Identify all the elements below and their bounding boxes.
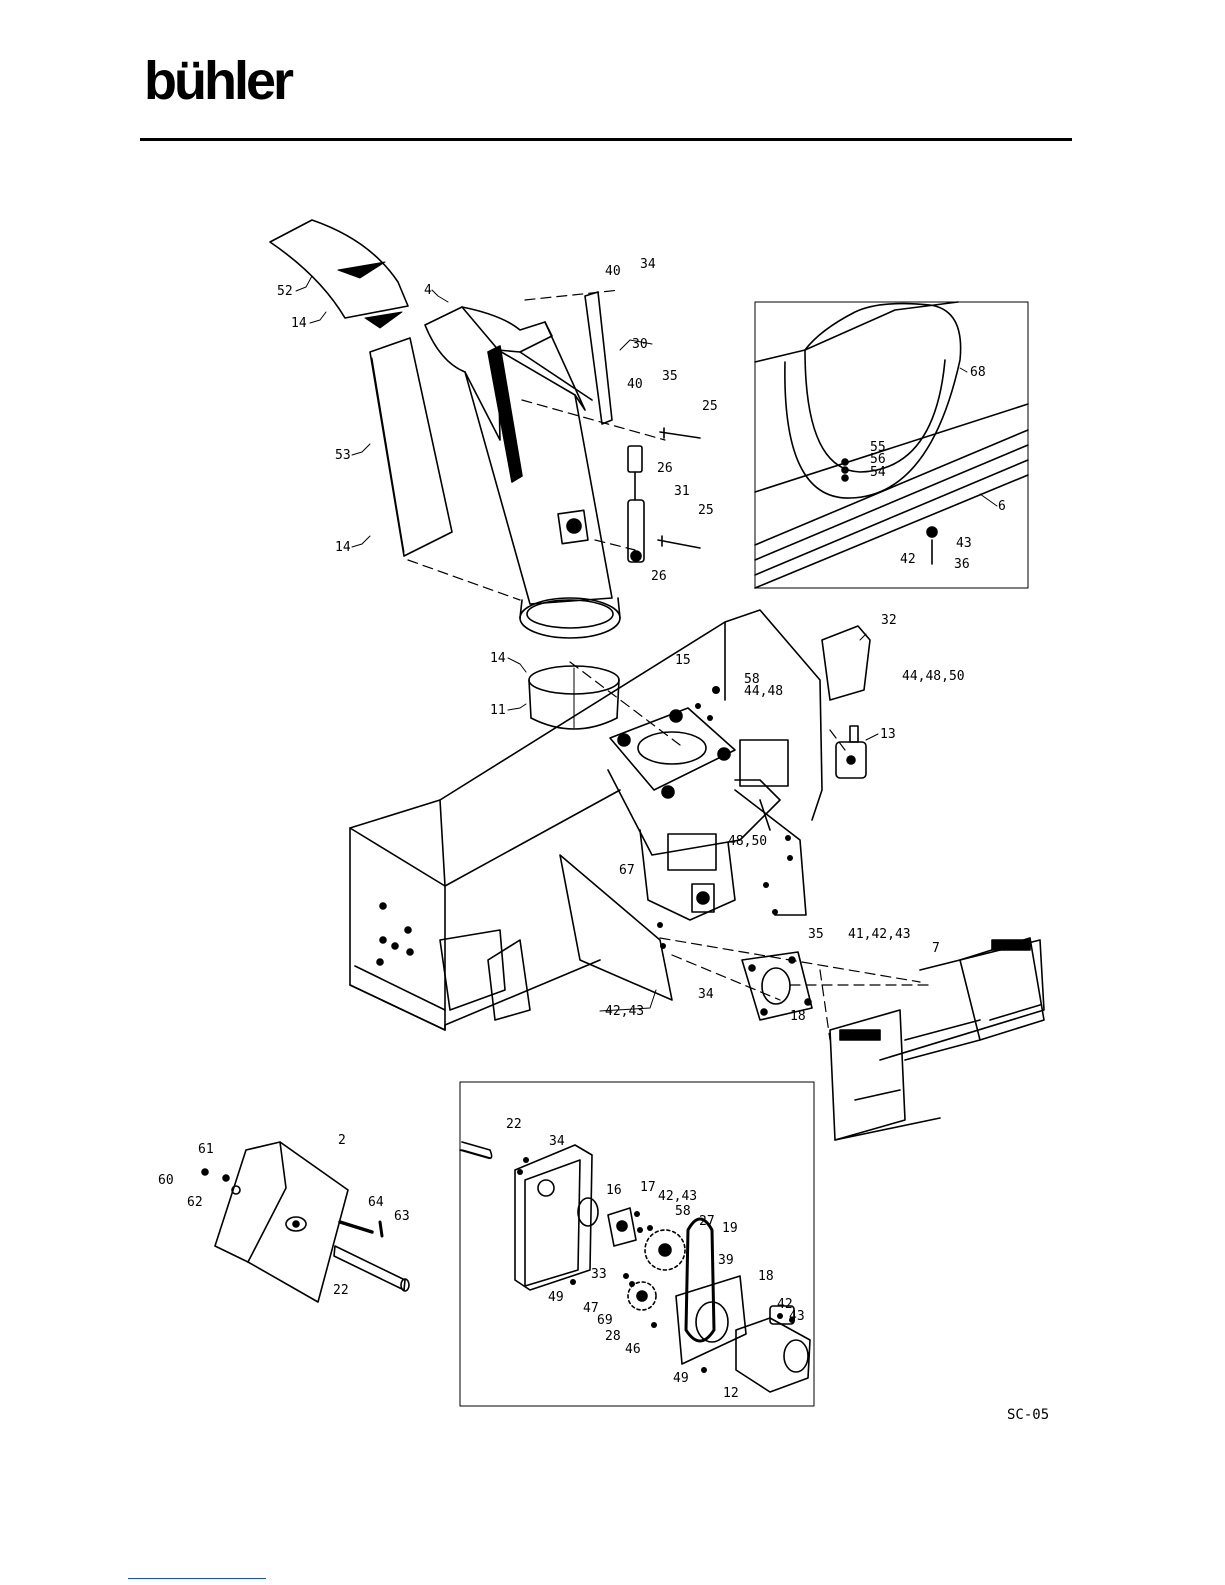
callout-28: 28 xyxy=(605,1329,621,1344)
callout-19: 19 xyxy=(722,1221,738,1236)
callout-4: 4 xyxy=(424,283,432,298)
hydraulic-cylinder xyxy=(628,446,644,562)
callout-22: 22 xyxy=(506,1117,522,1132)
callout-69: 69 xyxy=(597,1313,613,1328)
callout-34: 34 xyxy=(549,1134,565,1149)
callout-42: 42 xyxy=(900,552,916,567)
callout-52: 52 xyxy=(277,284,293,299)
callout-26: 26 xyxy=(657,461,673,476)
chute-spout xyxy=(425,307,552,440)
callout-6: 6 xyxy=(998,499,1006,514)
callout-64: 64 xyxy=(368,1195,384,1210)
callout-22: 22 xyxy=(333,1283,349,1298)
callout-53: 53 xyxy=(335,448,351,463)
callout-41-42-43: 41,42,43 xyxy=(848,927,911,942)
callout-58: 58 xyxy=(675,1204,691,1219)
callout-14: 14 xyxy=(291,316,307,331)
callout-32: 32 xyxy=(881,613,897,628)
callout-30: 30 xyxy=(632,337,648,352)
callout-33: 33 xyxy=(591,1267,607,1282)
callout-61: 61 xyxy=(198,1142,214,1157)
callout-34: 34 xyxy=(698,987,714,1002)
quick-attach-frame xyxy=(830,938,1044,1140)
callout-67: 67 xyxy=(619,863,635,878)
chute-base-ring xyxy=(520,598,620,638)
callout-25: 25 xyxy=(698,503,714,518)
callout-14: 14 xyxy=(335,540,351,555)
callout-44-48: 44,48 xyxy=(744,684,783,699)
callout-26: 26 xyxy=(651,569,667,584)
callout-49: 49 xyxy=(548,1290,564,1305)
callout-25: 25 xyxy=(702,399,718,414)
callout-39: 39 xyxy=(718,1253,734,1268)
deflector-hood xyxy=(270,220,408,318)
callout-12: 12 xyxy=(723,1386,739,1401)
callout-43: 43 xyxy=(956,536,972,551)
callout-18: 18 xyxy=(758,1269,774,1284)
callout-46: 46 xyxy=(625,1342,641,1357)
auger-housing-detail xyxy=(755,302,1028,588)
callout-35: 35 xyxy=(808,927,824,942)
deflector-panel xyxy=(370,338,452,556)
callout-14: 14 xyxy=(490,651,506,666)
callout-17: 17 xyxy=(640,1180,656,1195)
callout-16: 16 xyxy=(606,1183,622,1198)
callout-44-48-50: 44,48,50 xyxy=(902,669,965,684)
callout-60: 60 xyxy=(158,1173,174,1188)
callout-54: 54 xyxy=(870,465,886,480)
callout-43: 43 xyxy=(789,1309,805,1324)
callout-18: 18 xyxy=(790,1009,806,1024)
callout-2: 2 xyxy=(338,1133,346,1148)
chute-assembly xyxy=(270,220,700,729)
callout-42-43: 42,43 xyxy=(658,1189,697,1204)
callout-31: 31 xyxy=(674,484,690,499)
callout-leaders xyxy=(296,276,997,1011)
callout-62: 62 xyxy=(187,1195,203,1210)
callout-42-43: 42,43 xyxy=(605,1004,644,1019)
callout-35: 35 xyxy=(662,369,678,384)
control-rod xyxy=(585,292,612,424)
hydraulic-motor-13 xyxy=(836,726,866,778)
callout-13: 13 xyxy=(880,727,896,742)
callout-68: 68 xyxy=(970,365,986,380)
blower-housing xyxy=(350,610,870,1030)
drawing-code: SC-05 xyxy=(1007,1407,1049,1423)
callout-34: 34 xyxy=(640,257,656,272)
footer-link-underline xyxy=(128,1578,266,1579)
callout-40: 40 xyxy=(605,264,621,279)
deflector-plate-assembly xyxy=(202,1142,409,1302)
callout-11: 11 xyxy=(490,703,506,718)
callout-7: 7 xyxy=(932,941,940,956)
callout-63: 63 xyxy=(394,1209,410,1224)
callout-36: 36 xyxy=(954,557,970,572)
chute-tube xyxy=(465,350,612,604)
callout-48-50: 48,50 xyxy=(728,834,767,849)
callout-27: 27 xyxy=(699,1214,715,1229)
callout-40: 40 xyxy=(627,377,643,392)
callout-15: 15 xyxy=(675,653,691,668)
callout-49: 49 xyxy=(673,1371,689,1386)
